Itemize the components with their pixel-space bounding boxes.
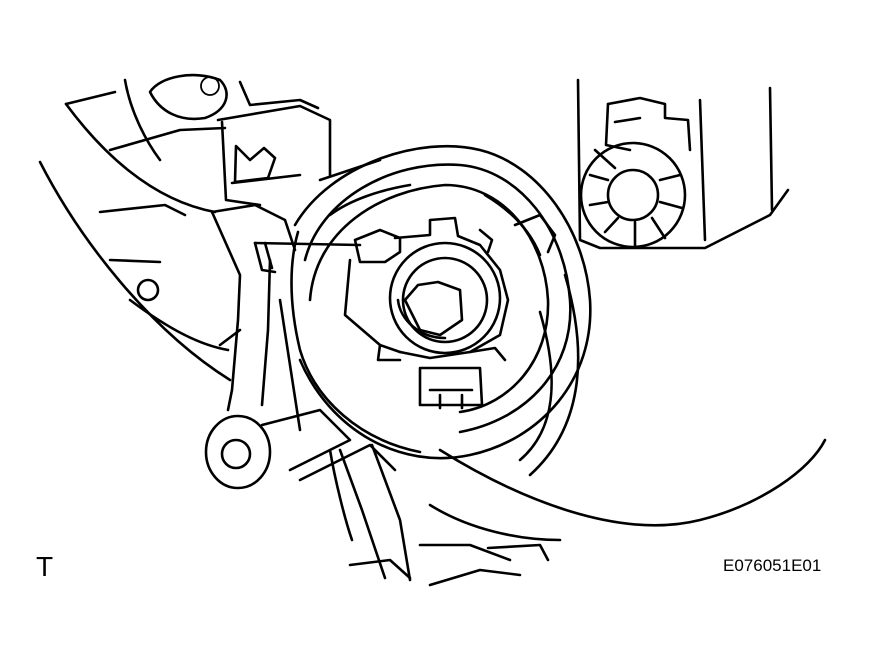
bulb-retainer [253,216,510,362]
bulb-base-connector [418,366,484,410]
reflector-outline [438,273,827,527]
mounting-bracket [204,203,397,490]
adjacent-bulb-socket [576,78,790,250]
headlight-housing-left [38,73,332,382]
view-mark-label: T [36,551,54,582]
bulb-socket-ring [290,144,592,460]
lower-bracket [328,443,562,587]
figure-code-label: E076051E01 [723,556,822,575]
